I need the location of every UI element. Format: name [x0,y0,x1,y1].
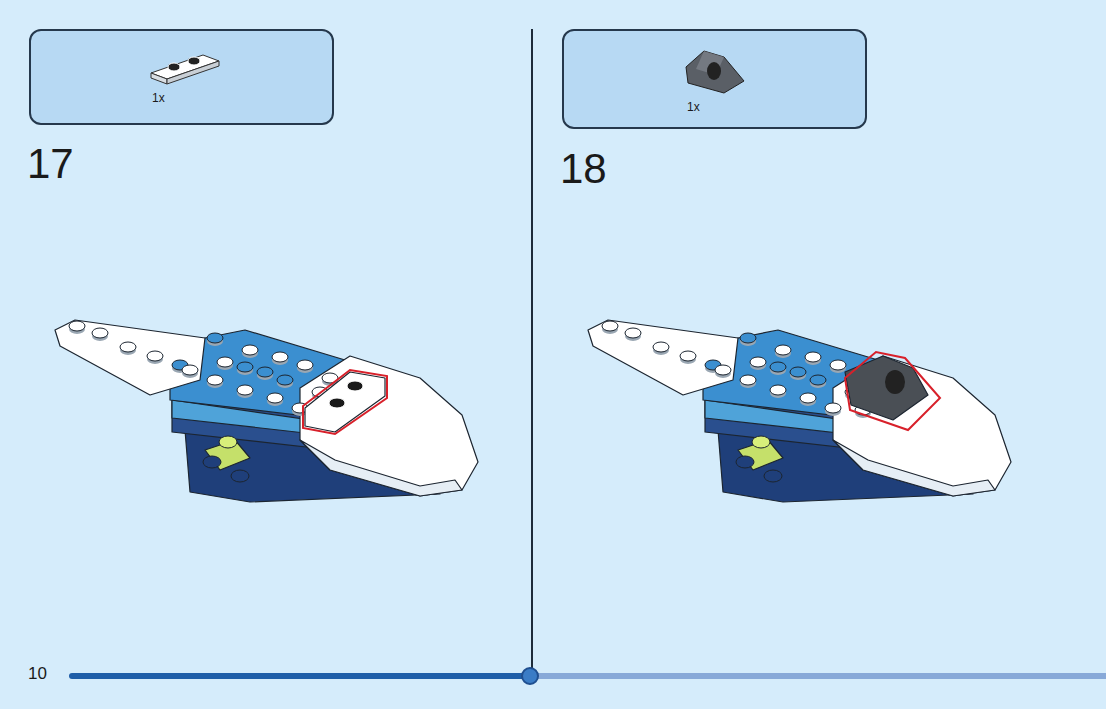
jet-model [588,320,1011,502]
tail-wing [55,320,205,395]
canopy [845,356,928,420]
stud [790,367,806,377]
highlight-outline [845,352,940,430]
stud [740,333,756,343]
stud [770,385,786,395]
stud [267,393,283,403]
highlight-outline [303,370,387,434]
stud [231,470,249,482]
stud [736,456,754,468]
stud [203,456,221,468]
stud [750,357,766,367]
stud [92,328,108,338]
part-callout-box: 1x [562,29,867,129]
stud [770,362,786,372]
stud [207,375,223,385]
stud [207,333,223,343]
step-divider [531,29,533,676]
part-callout-box: 1x [29,29,334,125]
stud [805,352,821,362]
new-plate [305,372,385,432]
page-number: 10 [28,665,47,682]
progress-bar-rest [530,673,1106,679]
part-icon [31,31,332,123]
part-icon [564,31,865,127]
stud [120,342,136,352]
stud [237,362,253,372]
stud [830,360,846,370]
jet-model [55,320,478,502]
stud [277,375,293,385]
stud [217,357,233,367]
stud [715,365,731,375]
stud [653,342,669,352]
stud [680,351,696,361]
stud [257,367,273,377]
stud [237,385,253,395]
progress-marker [522,668,538,684]
stud-dark [347,381,363,391]
step-number: 17 [27,143,74,185]
stud [752,436,770,448]
progress-bar [72,673,530,679]
stud [825,403,841,413]
stud [147,351,163,361]
nose-cone [300,356,478,496]
stud [272,352,288,362]
stud [242,345,258,355]
tail-wing [588,320,738,395]
stud [602,321,618,331]
stud [625,328,641,338]
part-quantity: 1x [687,100,700,114]
stud [764,470,782,482]
nose-shade [833,440,995,496]
stud [297,360,313,370]
part-quantity: 1x [152,91,165,105]
stud [182,365,198,375]
step-number: 18 [560,148,607,190]
stud [810,375,826,385]
stud-dark [329,398,345,408]
stud [219,436,237,448]
canopy-core [885,370,905,394]
stud [69,321,85,331]
stud [775,345,791,355]
stud [800,393,816,403]
stud [740,375,756,385]
nose-shade [300,440,462,496]
